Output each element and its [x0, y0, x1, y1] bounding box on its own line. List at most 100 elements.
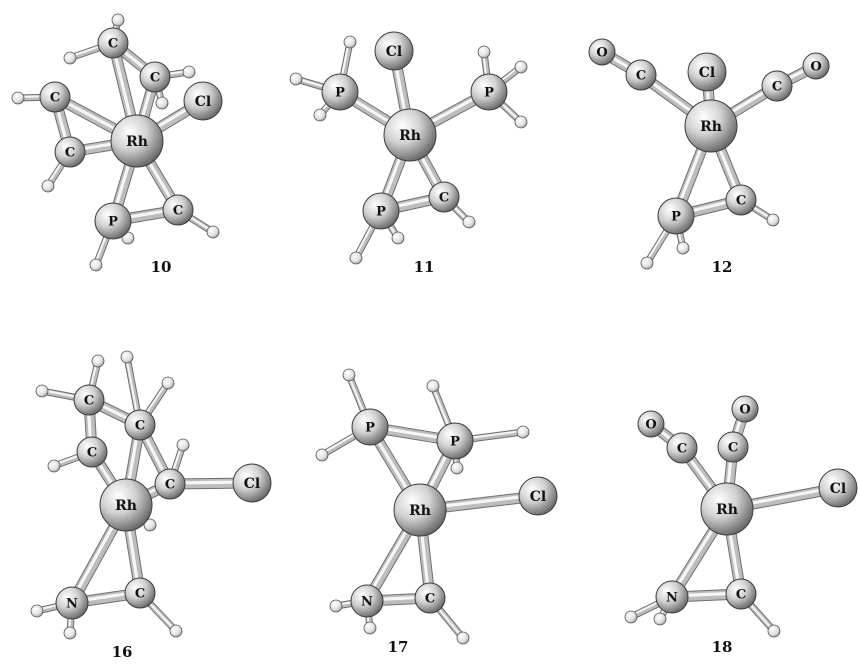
atom-c: C [725, 184, 757, 216]
atom-o: O [802, 52, 830, 80]
hydrogen-atom [161, 376, 175, 390]
atom-rh: Rh [383, 108, 437, 162]
hydrogen-atom [63, 51, 77, 65]
atom-p: P [321, 73, 359, 111]
atom-rh: Rh [393, 483, 447, 537]
atom-label: C [173, 204, 183, 219]
atom-cl: Cl [818, 468, 858, 508]
hydrogen-atom [462, 215, 476, 229]
atom-label: C [636, 69, 646, 84]
hydrogen-atom [41, 179, 55, 193]
atom-c: C [414, 582, 446, 614]
structure-caption: 11 [414, 258, 435, 276]
atom-c: C [428, 181, 460, 213]
atom-label: C [677, 442, 687, 457]
hydrogen-atom [391, 231, 405, 245]
atom-cl: Cl [687, 52, 727, 92]
structure-caption: 10 [151, 258, 172, 276]
hydrogen-atom [91, 354, 105, 368]
atom-label: Cl [530, 489, 546, 505]
atom-label: Cl [830, 481, 846, 497]
hydrogen-atom [767, 624, 781, 638]
hydrogen-atom [676, 241, 690, 255]
hydrogen-atom [477, 45, 491, 59]
atom-label: N [666, 591, 678, 606]
atom-label: C [736, 194, 746, 209]
atom-cl: Cl [183, 81, 223, 121]
hydrogen-atom [11, 91, 25, 105]
atom-label: P [108, 215, 118, 230]
atom-label: P [365, 421, 375, 436]
atom-label: C [108, 37, 118, 52]
atom-label: Rh [700, 119, 722, 135]
atom-label: C [736, 588, 746, 603]
hydrogen-atom [315, 448, 329, 462]
atom-label: Cl [195, 94, 211, 110]
atom-label: C [772, 80, 782, 95]
hydrogen-atom [289, 72, 303, 86]
structure-caption: 16 [112, 643, 133, 661]
atom-rh: Rh [684, 99, 738, 153]
hydrogen-atom [206, 225, 220, 239]
atom-c: C [717, 431, 749, 463]
hydrogen-atom [313, 108, 327, 122]
atom-o: O [637, 410, 665, 438]
atom-p: P [436, 422, 474, 460]
hydrogen-atom [342, 368, 356, 382]
atom-label: O [645, 418, 656, 433]
hydrogen-atom [30, 604, 44, 618]
atom-label: Cl [386, 44, 402, 60]
atom-label: P [335, 86, 345, 101]
atom-label: P [671, 210, 681, 225]
hydrogen-atom [329, 599, 343, 613]
hydrogen-atom [63, 626, 77, 640]
atom-label: C [65, 146, 75, 161]
hydrogen-atom [169, 624, 183, 638]
atom-cl: Cl [518, 476, 558, 516]
structure-caption: 17 [388, 638, 409, 656]
atom-label: P [450, 435, 460, 450]
hydrogen-atom [349, 251, 363, 265]
atom-label: C [150, 71, 160, 86]
atom-p: P [657, 197, 695, 235]
atom-c: C [124, 409, 156, 441]
hydrogen-atom [456, 631, 470, 645]
hydrogen-atom [514, 115, 528, 129]
atom-c: C [54, 136, 86, 168]
atom-c: C [154, 468, 186, 500]
atom-label: Rh [399, 128, 421, 144]
atom-c: C [73, 384, 105, 416]
atom-c: C [76, 436, 108, 468]
atom-label: Rh [409, 503, 431, 519]
atom-n: N [55, 586, 89, 620]
atom-c: C [625, 59, 657, 91]
atom-o: O [731, 395, 759, 423]
hydrogen-atom [624, 610, 638, 624]
hydrogen-atom [176, 438, 190, 452]
atom-p: P [94, 202, 132, 240]
hydrogen-atom [343, 35, 357, 49]
atom-rh: Rh [700, 482, 754, 536]
hydrogen-atom [516, 425, 530, 439]
atom-label: N [361, 595, 373, 610]
atom-label: Rh [115, 498, 137, 514]
hydrogen-atom [653, 612, 667, 626]
atom-p: P [470, 73, 508, 111]
atom-p: P [351, 408, 389, 446]
hydrogen-atom [89, 258, 103, 272]
atom-label: N [66, 597, 78, 612]
atom-label: C [425, 592, 435, 607]
atom-cl: Cl [374, 31, 414, 71]
atom-p: P [362, 192, 400, 230]
atom-label: C [165, 478, 175, 493]
atom-c: C [139, 61, 171, 93]
hydrogen-atom [155, 96, 169, 110]
atom-label: Rh [716, 502, 738, 518]
atom-label: Cl [244, 476, 260, 492]
atom-c: C [666, 432, 698, 464]
atom-c: C [761, 70, 793, 102]
atom-n: N [350, 584, 384, 618]
structure-caption: 12 [712, 258, 733, 276]
